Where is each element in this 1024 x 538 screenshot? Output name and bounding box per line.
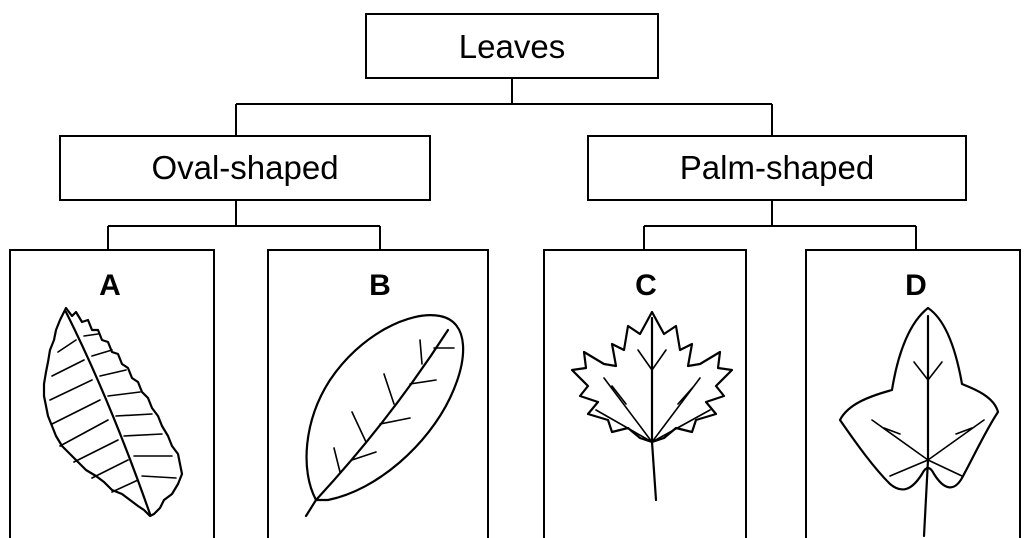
category-node-palm: Palm-shaped [588, 136, 966, 200]
category-label-oval: Oval-shaped [151, 149, 338, 186]
connector-root-to-categories [236, 78, 772, 136]
root-node: Leaves [366, 14, 658, 78]
maple-leaf-icon [572, 312, 732, 500]
root-label: Leaves [459, 28, 565, 65]
leaf-panel-b: B [268, 250, 488, 538]
connector-palm-to-leaves [644, 200, 916, 250]
ivy-leaf-icon [840, 308, 998, 536]
leaf-letter-d: D [905, 269, 927, 302]
category-label-palm: Palm-shaped [680, 149, 874, 186]
leaf-letter-b: B [369, 269, 391, 302]
leaf-letter-c: C [635, 269, 657, 302]
leaf-panel-a: A [10, 250, 214, 538]
connector-oval-to-leaves [108, 200, 380, 250]
leaf-panel-d: D [806, 250, 1020, 538]
smooth-oval-leaf-icon [306, 315, 463, 516]
leaf-letter-a: A [99, 269, 121, 302]
category-node-oval: Oval-shaped [60, 136, 430, 200]
leaf-panel-c: C [544, 250, 746, 538]
serrated-oval-leaf-icon [44, 308, 182, 516]
